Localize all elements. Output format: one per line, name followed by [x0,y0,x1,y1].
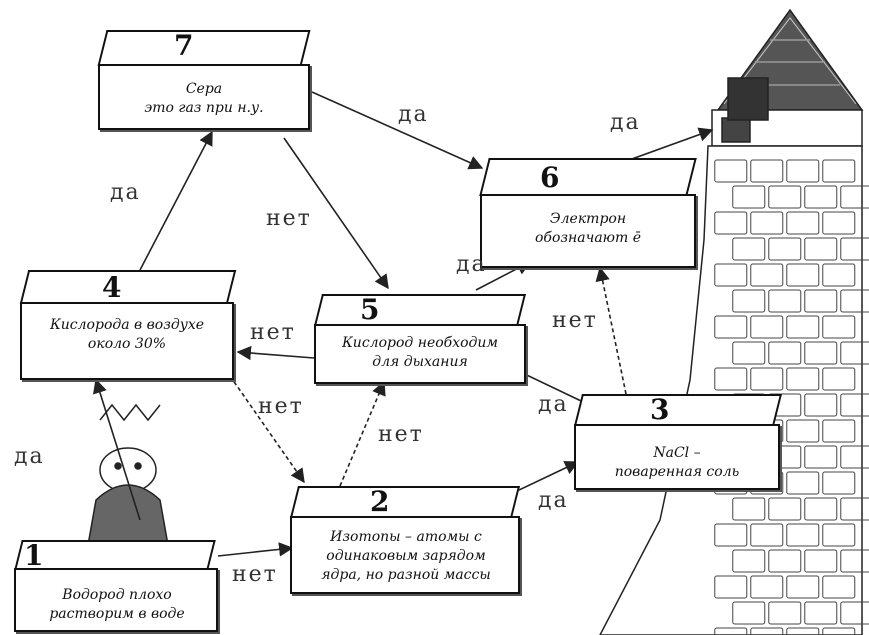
node-text-line: ядра, но разной массы [296,566,516,585]
edge-label-2-3: да [538,490,569,512]
edge-label-5-4: нет [250,322,296,344]
node-text-line: для дыхания [320,353,520,372]
edge-label-3-5: да [538,394,569,416]
edge-label-7-6: да [398,104,429,126]
edge-n4-n2 [230,376,304,482]
node-text-line: растворим в воде [20,605,214,624]
node-text-line: обозначают ē [486,229,690,248]
node-text-line: Электрон [486,210,690,229]
edge-label-1-2: нет [232,564,278,586]
node-number: 3 [650,396,669,424]
node-text-line: Кислорода в воздухе [26,316,228,335]
node-number: 2 [370,488,389,516]
edge-label-2-5: нет [378,424,424,446]
node-text-line: поваренная соль [580,463,774,482]
node-text-line: Сера [104,80,304,99]
edge-label-4-2: нет [258,396,304,418]
node-number: 7 [174,32,193,60]
edge-label-7-5: нет [266,208,312,230]
edge-n1-n2 [218,548,292,556]
node-4: 4 Кислорода в воздухеоколо 30% [20,270,234,380]
edge-n3-n6 [600,268,626,394]
node-number: 6 [540,164,559,192]
edge-label-3-6: нет [552,310,598,332]
edge-n5-n4 [238,352,314,358]
edge-n4-n7 [140,132,212,270]
edge-label-6-tower: да [610,112,641,134]
node-text-line: Кислород необходим [320,334,520,353]
node-number: 4 [102,274,121,302]
node-3: 3 NaCl –поваренная соль [574,394,780,490]
edge-n1-n4 [96,380,140,520]
node-text-line: одинаковым зарядом [296,547,516,566]
edge-n7-n6 [312,92,482,168]
node-text-line: Водород плохо [20,586,214,605]
edge-label-5-6: да [456,254,487,276]
node-number: 1 [24,542,43,570]
node-text-line: Изотопы – атомы с [296,528,516,547]
node-text-line: NaCl – [580,444,774,463]
node-text-line: это газ при н.у. [104,99,304,118]
edge-label-4-7: да [110,182,141,204]
edge-label-1-4: да [14,446,45,468]
node-text-line: около 30% [26,335,228,354]
node-number: 5 [360,296,379,324]
